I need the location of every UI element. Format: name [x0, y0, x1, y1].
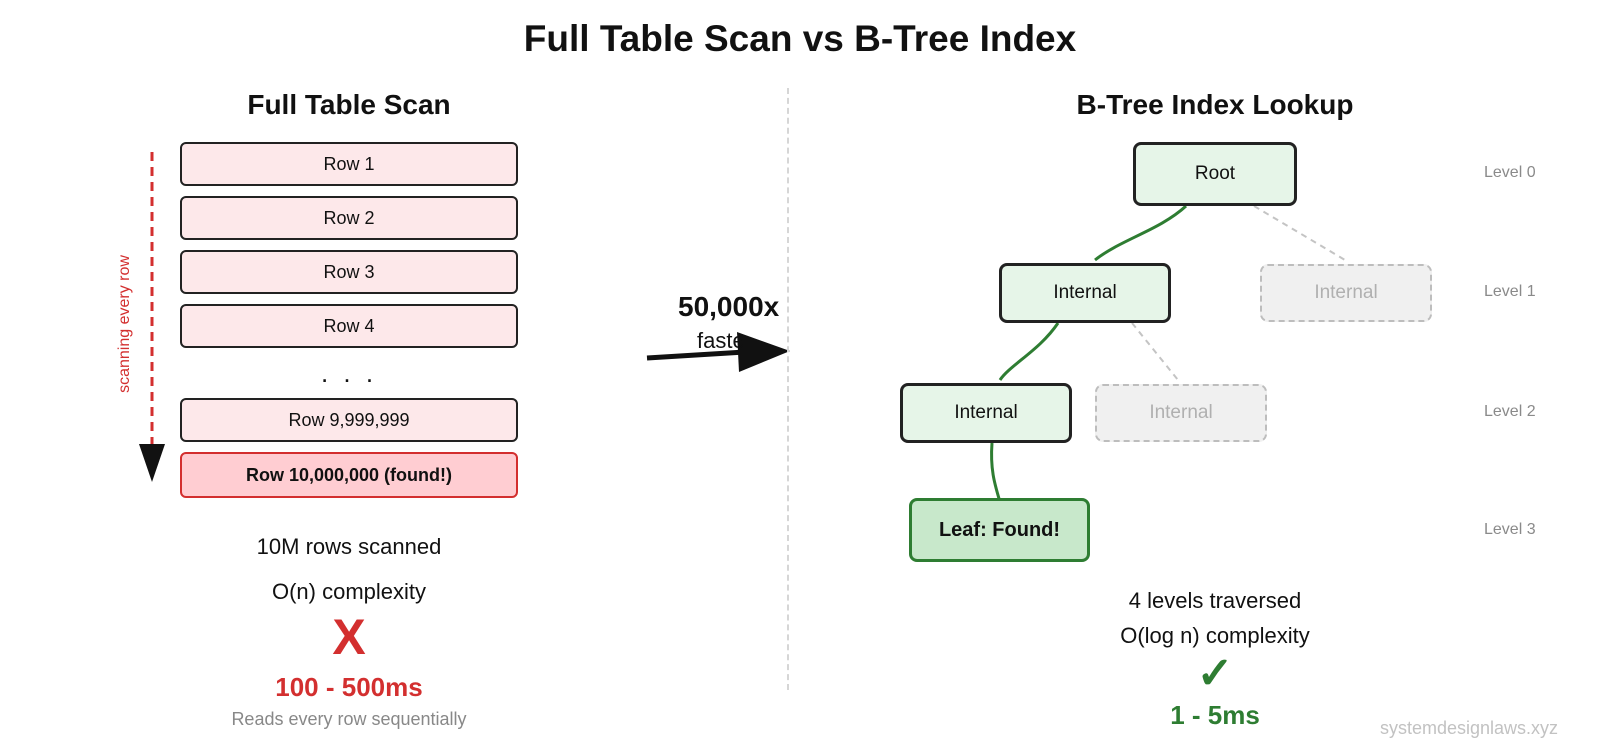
panel-divider — [787, 88, 789, 690]
watermark: systemdesignlaws.xyz — [1380, 718, 1559, 738]
btree-complexity: O(log n) complexity — [1120, 623, 1310, 648]
speedup-value: 50,000x — [678, 291, 780, 322]
tree-edge-root-internal — [1094, 204, 1188, 262]
speedup-arrow-head — [737, 332, 790, 372]
tree-node-inactive: Internal — [1260, 264, 1432, 322]
tree-level-label: Level 0 — [1484, 164, 1536, 181]
tree-node-inactive: Internal — [1095, 384, 1267, 442]
btree-levels-traversed: 4 levels traversed — [1128, 588, 1302, 613]
btree-panel-title: B-Tree Index Lookup — [1076, 89, 1354, 120]
tree-edge-internal-internal — [998, 322, 1060, 381]
btree-time: 1 - 5ms — [1170, 700, 1260, 730]
scan-time: 100 - 500ms — [275, 672, 423, 702]
scan-arrow-label-wrap: scanning every row — [110, 245, 140, 405]
tree-level-label: Level 3 — [1484, 521, 1536, 538]
tree-node-internal: Internal — [900, 383, 1072, 443]
cross-icon: X — [332, 609, 366, 665]
tree-node-leaf: Leaf: Found! — [909, 498, 1090, 562]
table-row: Row 9,999,999 — [180, 398, 518, 442]
scan-note: Reads every row sequentially — [231, 709, 467, 729]
scan-rows-scanned: 10M rows scanned — [256, 534, 442, 559]
tree-level-label: Level 2 — [1484, 403, 1536, 420]
check-icon: ✓ — [1196, 649, 1234, 698]
tree-edge-internal-ghost — [1131, 322, 1179, 381]
table-row: Row 2 — [180, 196, 518, 240]
scan-panel-title: Full Table Scan — [247, 89, 451, 120]
speedup-arrow-line — [646, 349, 746, 361]
scan-complexity: O(n) complexity — [271, 579, 427, 604]
tree-edge-internal-leaf — [990, 442, 1002, 503]
speedup-sub: faster — [697, 328, 743, 353]
rows-ellipsis: . . . — [320, 358, 378, 388]
table-row-found: Row 10,000,000 (found!) — [180, 452, 518, 498]
table-row: Row 4 — [180, 304, 518, 348]
tree-node-root: Root — [1133, 142, 1297, 206]
scan-arrow-label: scanning every row — [116, 255, 133, 393]
tree-level-label: Level 1 — [1484, 283, 1536, 300]
table-row: Row 1 — [180, 142, 518, 186]
tree-edge-root-ghost — [1253, 205, 1346, 261]
diagram-title: Full Table Scan vs B-Tree Index — [523, 18, 1077, 59]
scan-arrow-head — [139, 444, 165, 482]
tree-node-internal: Internal — [999, 263, 1171, 323]
table-row: Row 3 — [180, 250, 518, 294]
